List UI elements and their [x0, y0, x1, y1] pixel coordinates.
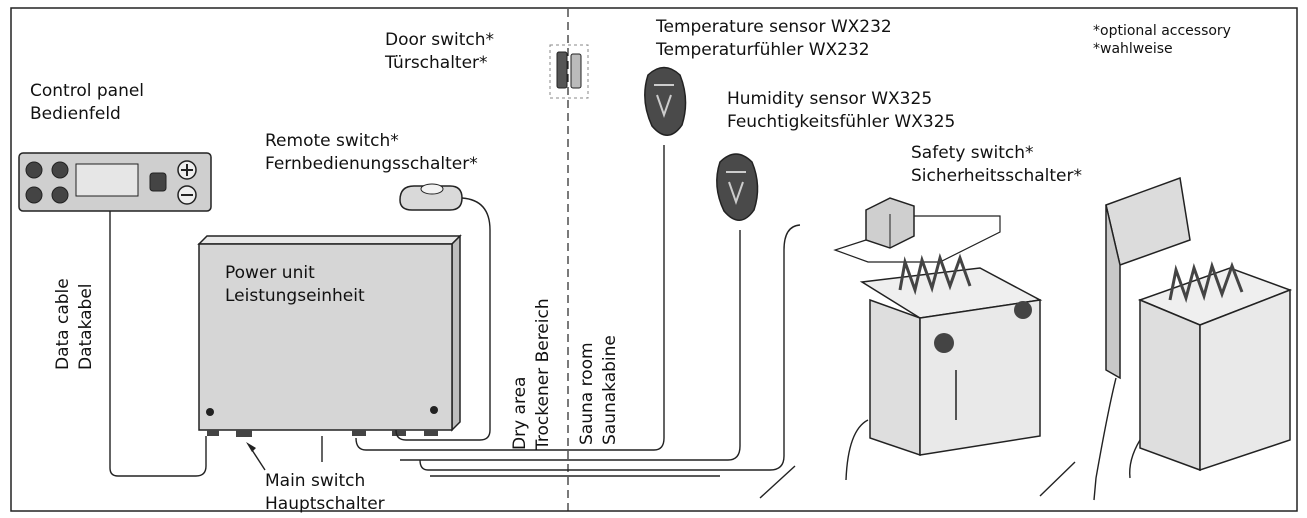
panel-knob	[25, 186, 43, 204]
humidity-sensor	[716, 153, 759, 221]
panel-button	[149, 172, 167, 192]
sauna-heater-2	[1105, 176, 1293, 472]
control-panel-label: Control panel Bedienfeld	[30, 81, 145, 124]
remote-switch	[399, 183, 463, 211]
panel-knob	[25, 161, 43, 179]
optional-accessory-note: *optional accessory *wahlweise	[1093, 23, 1231, 57]
temperature-sensor	[644, 66, 687, 136]
remote-switch-label: Remote switch* Fernbedienungsschalter*	[265, 131, 478, 174]
dry-area-label: Dry area Trockener Bereich	[510, 298, 553, 450]
power-unit-label: Power unit Leistungseinheit	[225, 263, 365, 306]
heater-cable-2	[845, 419, 869, 481]
sauna-heater-1	[859, 252, 1043, 457]
humidity-sensor-label: Humidity sensor WX325 Feuchtigkeitsfühle…	[727, 89, 956, 132]
sauna-room-label: Sauna room Saunakabine	[577, 335, 620, 445]
data-cable-label: Data cable Datakabel	[53, 278, 96, 370]
panel-display	[75, 163, 139, 197]
humidity-cable	[400, 230, 741, 461]
data-cable	[109, 211, 207, 477]
power-unit	[197, 234, 462, 437]
main-switch	[236, 430, 252, 437]
main-switch-label: Main switch Hauptschalter	[265, 471, 385, 514]
diagram-frame	[10, 7, 1298, 512]
control-panel	[18, 152, 212, 212]
safety-switch	[833, 197, 1001, 263]
safety-switch-label: Safety switch* Sicherheitsschalter*	[911, 143, 1082, 186]
panel-knob	[51, 186, 69, 204]
main-switch-arrow	[246, 442, 256, 452]
door-switch	[549, 44, 589, 99]
cables	[109, 145, 1141, 501]
safety-cable	[419, 224, 801, 471]
remote-cable	[395, 197, 491, 441]
panel-knob	[51, 161, 69, 179]
temperature-sensor-label: Temperature sensor WX232 Temperaturfühle…	[656, 17, 892, 60]
door-switch-label: Door switch* Türschalter*	[385, 30, 495, 73]
temp-sensor-cable	[355, 145, 665, 451]
